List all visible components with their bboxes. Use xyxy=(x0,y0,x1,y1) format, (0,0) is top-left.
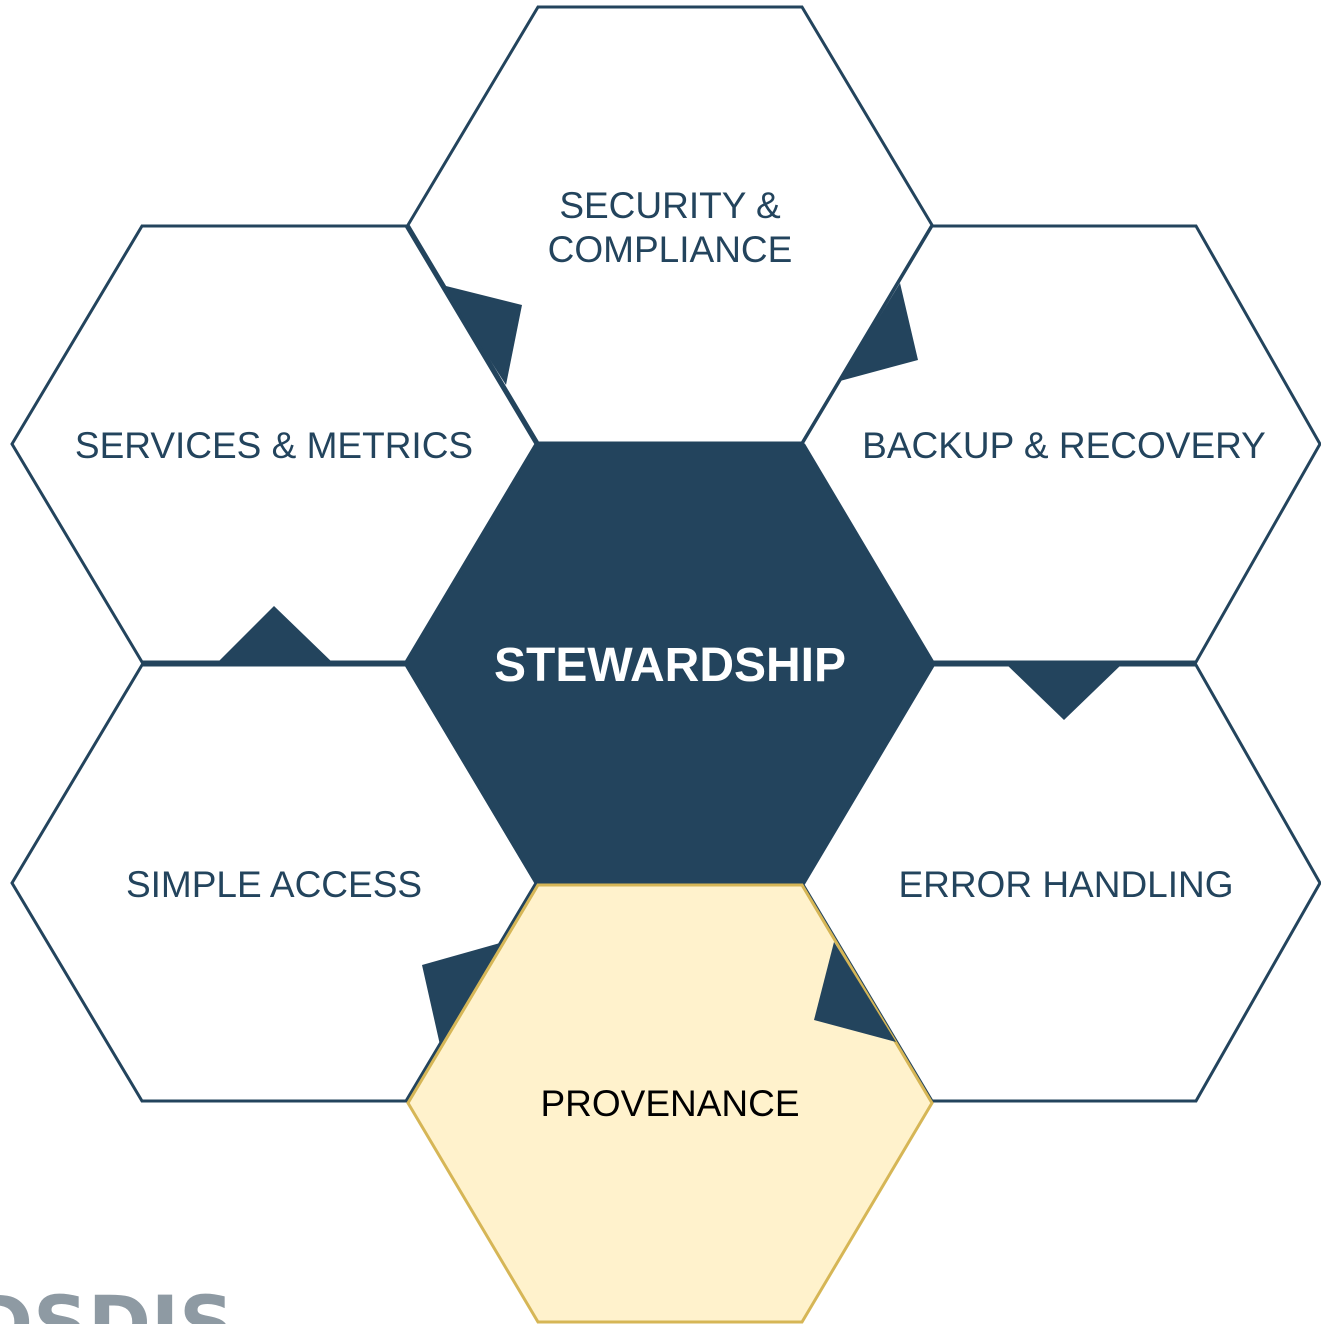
logo-text: DSDIS xyxy=(0,1279,234,1324)
label-provenance: PROVENANCE xyxy=(540,1083,799,1124)
arrow-wedge-right xyxy=(1006,664,1122,720)
arrow-wedge-top-left xyxy=(442,285,522,385)
hex-stewardship xyxy=(404,443,936,885)
arrow-wedge-bottom-right-overlay xyxy=(814,942,896,1042)
label-services-metrics: SERVICES & METRICS xyxy=(75,425,473,466)
label-security: SECURITY & xyxy=(559,185,781,226)
label-compliance: COMPLIANCE xyxy=(548,229,793,270)
arrow-wedge-top-right xyxy=(840,283,918,381)
arrow-wedge-bottom-left xyxy=(422,943,500,1045)
hex-provenance xyxy=(406,883,934,1324)
label-backup-recovery: BACKUP & RECOVERY xyxy=(862,425,1266,466)
label-simple-access: SIMPLE ACCESS xyxy=(126,864,422,905)
arrow-wedge-left xyxy=(216,606,334,664)
label-error-handling: ERROR HANDLING xyxy=(898,864,1233,905)
label-stewardship: STEWARDSHIP xyxy=(494,639,846,692)
